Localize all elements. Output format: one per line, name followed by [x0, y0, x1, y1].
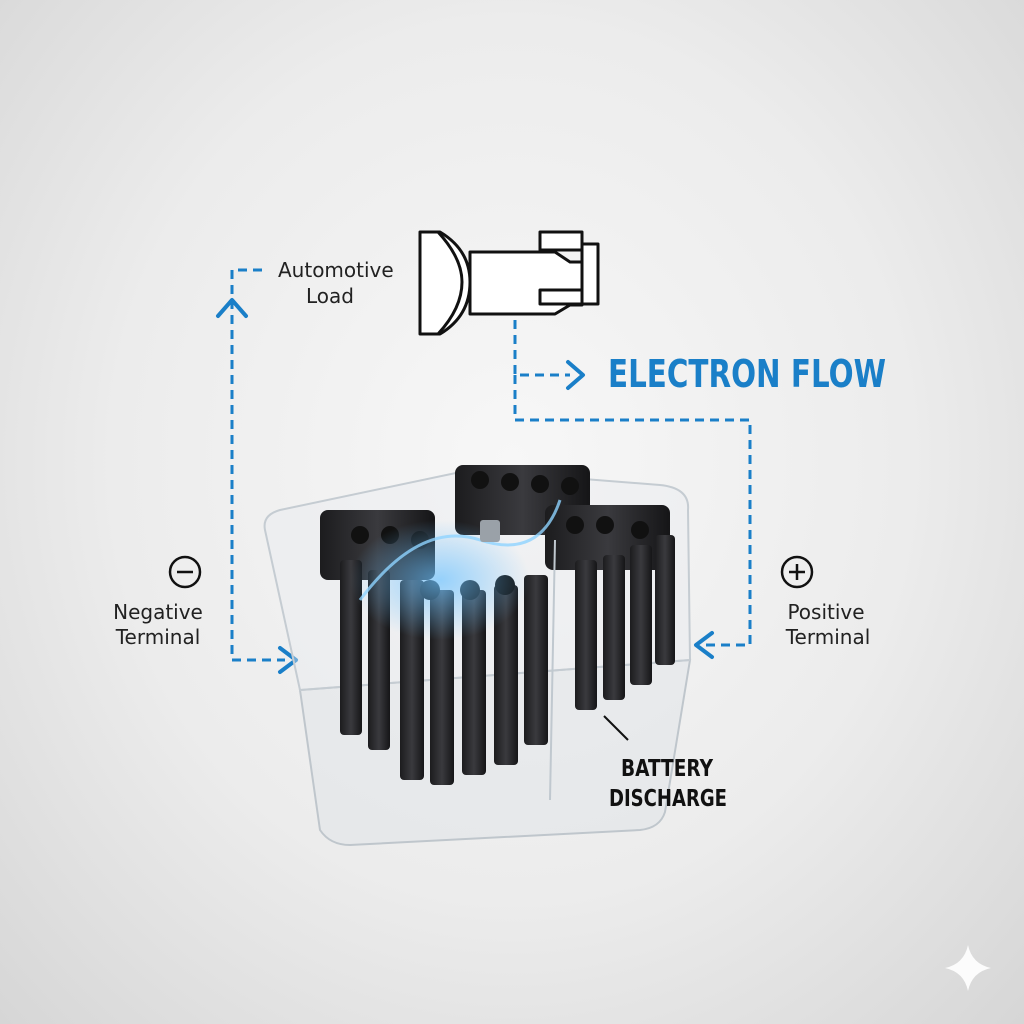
positive-terminal-label: Terminal: [785, 625, 871, 649]
positive-terminal-label: Positive: [787, 600, 864, 624]
arrow-right-icon: [566, 360, 585, 390]
minus-circle-icon: [168, 555, 202, 589]
load-label: Automotive: [278, 258, 394, 282]
arrow-left-icon: [694, 631, 714, 659]
arrow-up-icon: [216, 298, 248, 318]
electron-flow-title: ELECTRON FLOW: [608, 352, 886, 396]
negative-terminal-label: Terminal: [115, 625, 201, 649]
load-label: Load: [306, 284, 354, 308]
automotive-load-icon: [418, 230, 600, 336]
battery-illustration: [263, 465, 692, 847]
battery-leader-line: [603, 715, 629, 741]
battery-discharge-label: BATTERY: [621, 756, 713, 782]
battery-discharge-label: DISCHARGE: [609, 786, 727, 812]
plus-circle-icon: [780, 555, 814, 589]
circuit-wire: [230, 268, 752, 662]
arrow-right-icon: [278, 646, 298, 674]
negative-terminal-label: Negative: [113, 600, 203, 624]
sparkle-icon: [945, 945, 991, 991]
